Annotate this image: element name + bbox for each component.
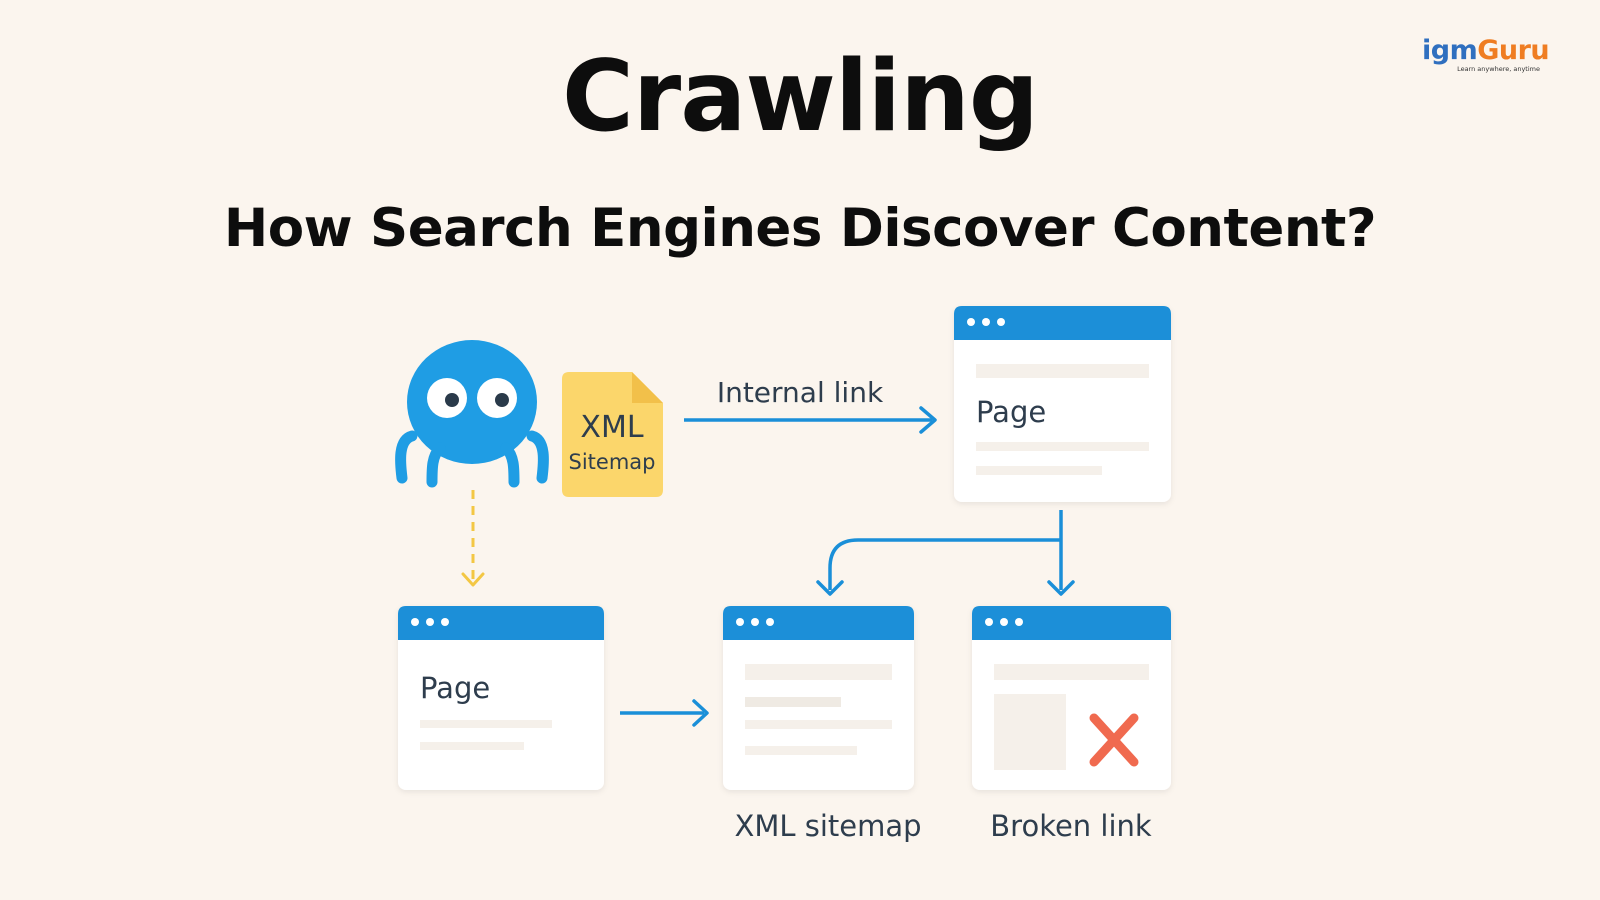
- spider-crawler-icon: [395, 340, 549, 488]
- caption-xml-sitemap: XML sitemap: [734, 809, 921, 843]
- broken-link-page-window: [972, 606, 1171, 790]
- xml-sitemap-document-icon: XML Sitemap: [562, 372, 663, 497]
- page-top-label: Page: [976, 395, 1046, 429]
- page-title: Crawling: [561, 40, 1039, 154]
- logo-text-igm: igm: [1422, 35, 1478, 66]
- page-window-bottom-left: Page: [398, 606, 604, 790]
- internal-link-label: Internal link: [717, 376, 884, 409]
- logo-text-guru: Guru: [1477, 35, 1550, 66]
- caption-broken-link: Broken link: [990, 809, 1152, 843]
- page-window-top: Page: [954, 306, 1171, 502]
- xml-sitemap-page-window: [723, 606, 914, 790]
- internal-link-edge: Internal link: [684, 376, 937, 434]
- page-to-sitemap-edge: [620, 699, 709, 727]
- logo-tagline: Learn anywhere, anytime: [1457, 65, 1540, 73]
- page-subtitle: How Search Engines Discover Content?: [223, 198, 1377, 259]
- logo-wordmark: igmGuru: [1422, 36, 1572, 66]
- broken-link-x-icon: [1089, 713, 1139, 767]
- sitemap-doc-line1: XML: [580, 410, 643, 445]
- sitemap-doc-line2: Sitemap: [569, 450, 656, 474]
- igmguru-logo: igmGuru Learn anywhere, anytime: [1422, 36, 1572, 80]
- page-branch-connector: [816, 510, 1075, 596]
- spider-to-page-dashed-edge: [461, 490, 485, 587]
- page-bottom-left-label: Page: [420, 671, 490, 705]
